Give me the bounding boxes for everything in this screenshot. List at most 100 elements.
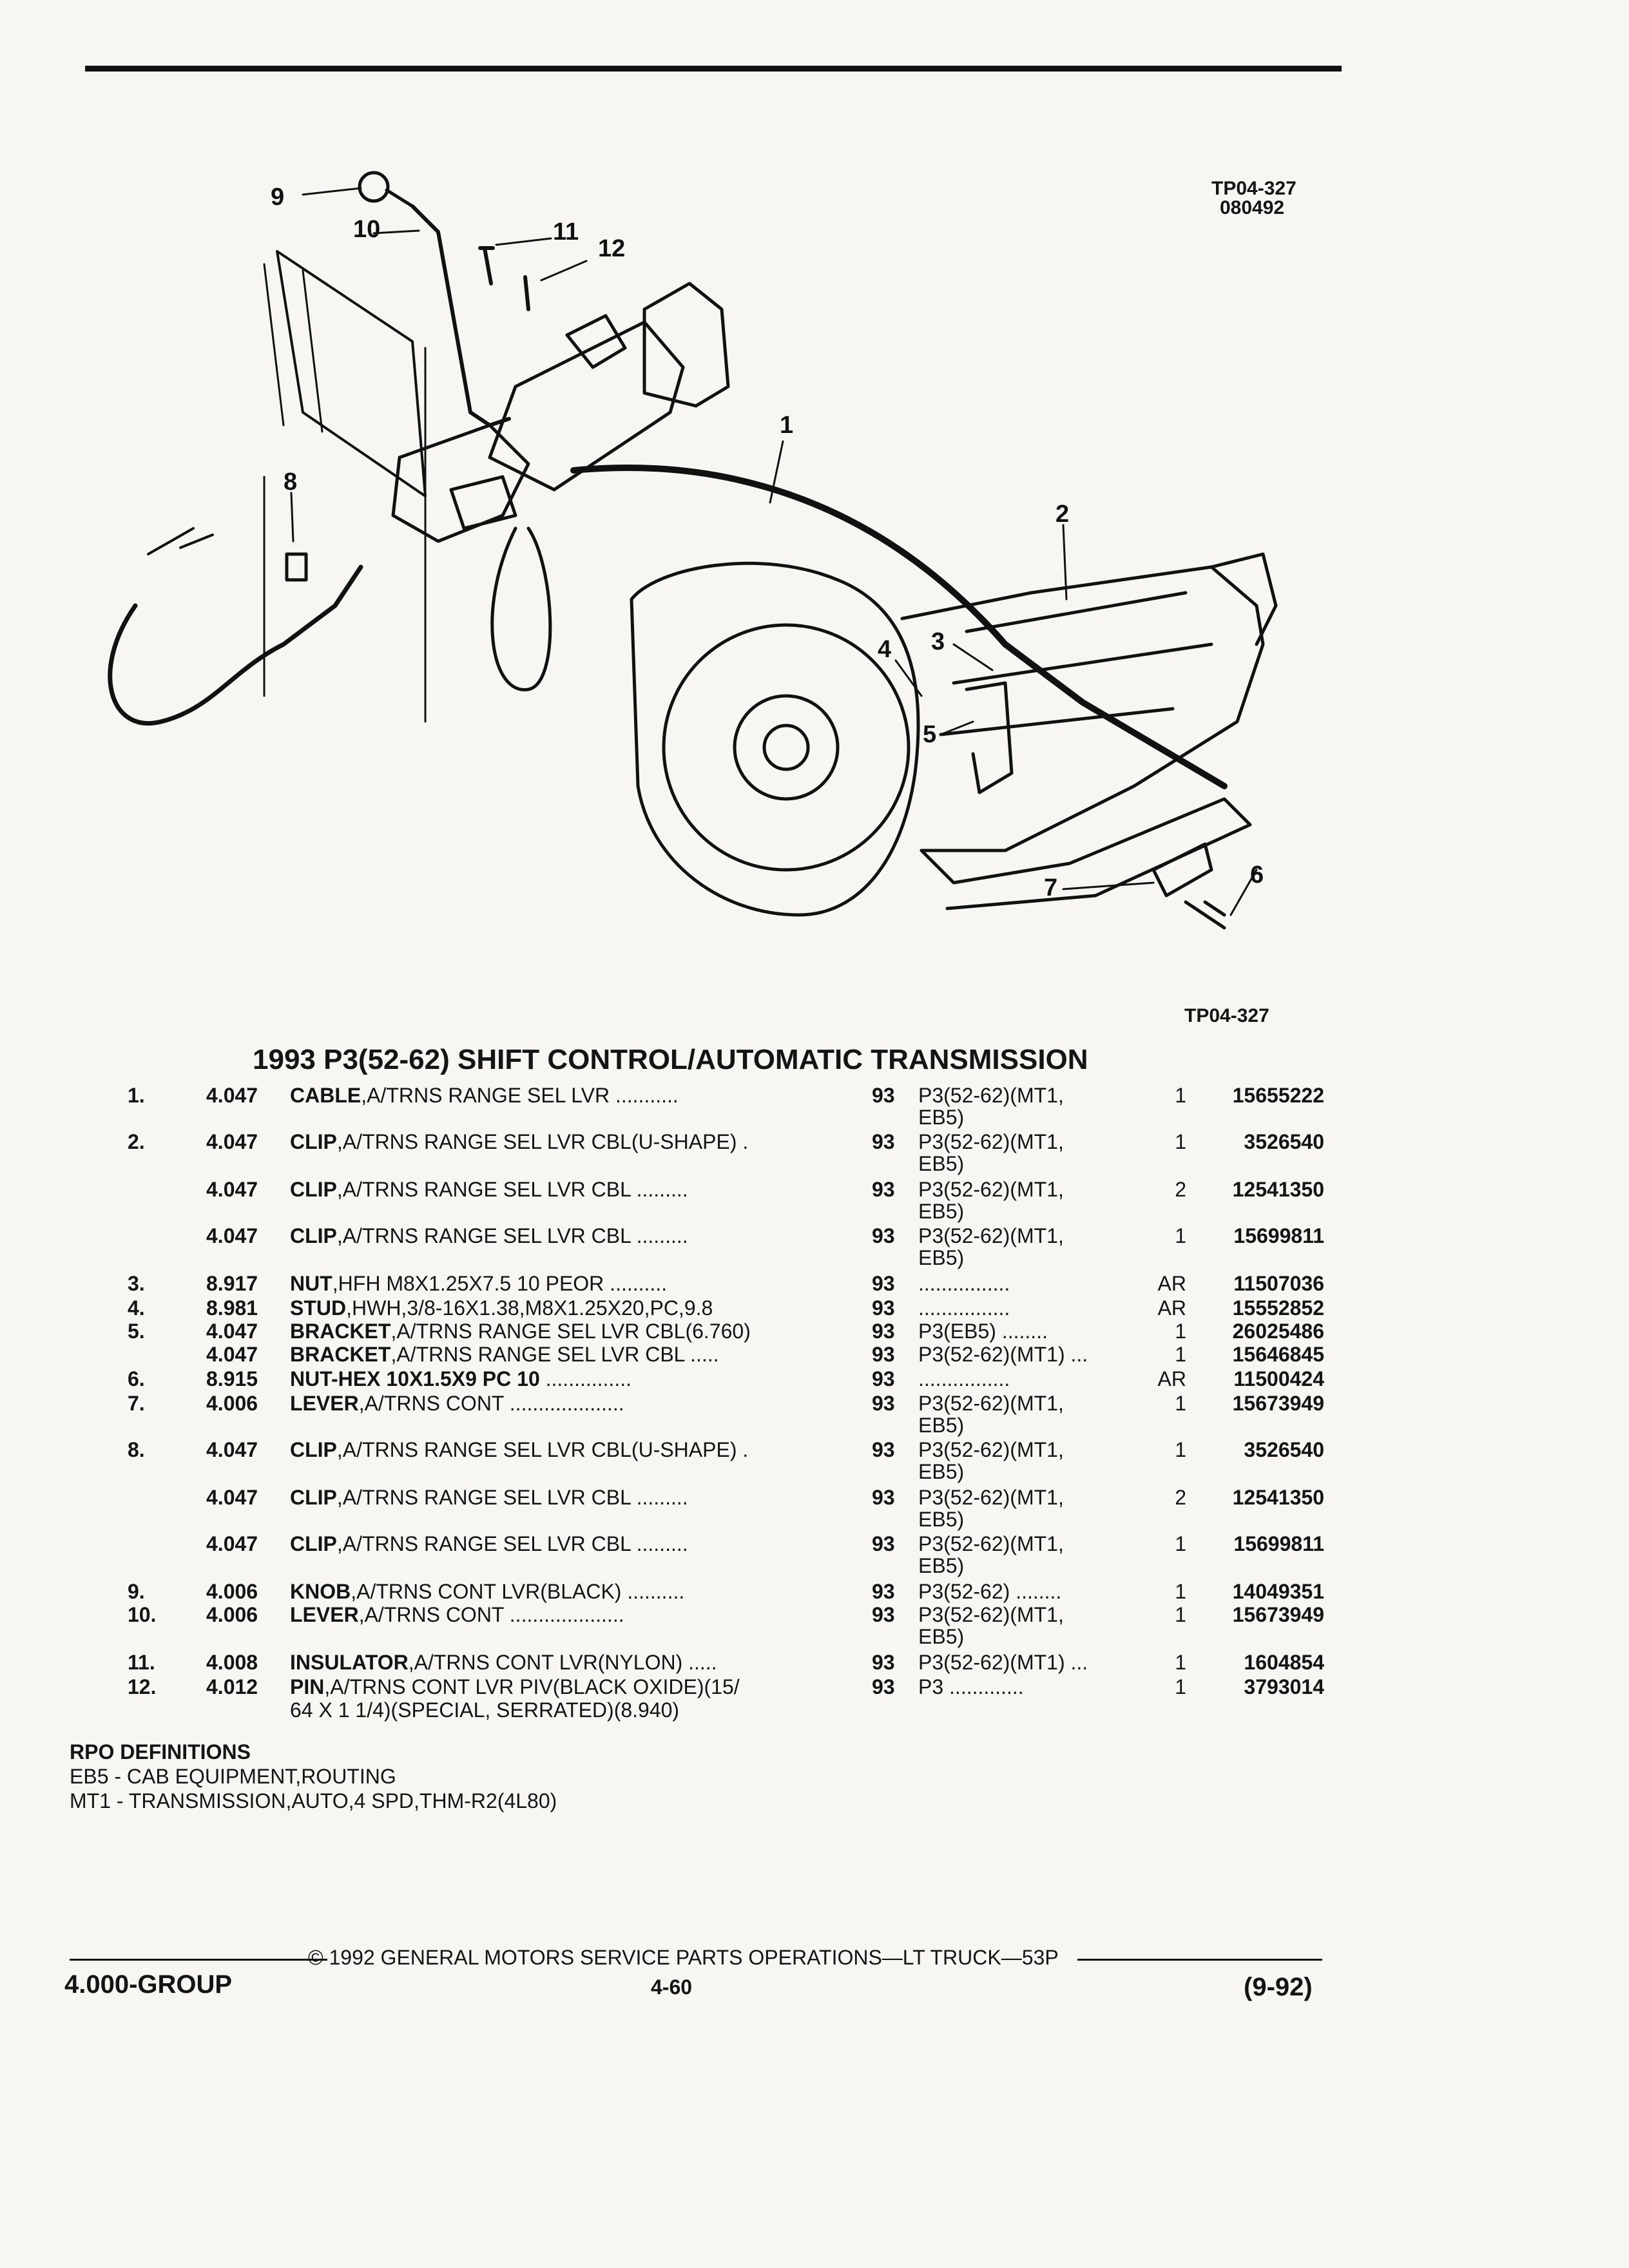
part-name: PIN: [290, 1675, 325, 1698]
footer-date: (9-92): [1244, 1973, 1313, 2001]
part-name: CLIP: [290, 1178, 337, 1201]
part-number: 15699811: [1233, 1224, 1324, 1247]
callout-7: 7: [1044, 874, 1057, 901]
part-model-year: 93: [872, 1580, 895, 1603]
part-description: CLIP,A/TRNS RANGE SEL LVR CBL .........: [290, 1224, 825, 1247]
part-name: NUT-HEX 10X1.5X9 PC 10: [290, 1367, 540, 1390]
callout-labels: 9 10 11 12 1 2 3 4 5 6 7 8: [271, 184, 1264, 901]
part-number: 15552852: [1232, 1296, 1324, 1320]
footer-page-number: 4-60: [651, 1975, 693, 1999]
part-number: 26025486: [1232, 1320, 1324, 1343]
part-usage-continued: EB5): [918, 1508, 965, 1531]
part-number-index: 12.: [128, 1675, 157, 1698]
part-spec: ,A/TRNS CONT LVR PIV(BLACK OXIDE)(15/: [324, 1675, 740, 1698]
part-quantity: 2: [1175, 1486, 1186, 1509]
part-usage-continued: EB5): [918, 1460, 965, 1483]
part-number: 3526540: [1244, 1438, 1324, 1461]
part-name: KNOB: [290, 1580, 351, 1603]
part-description: PIN,A/TRNS CONT LVR PIV(BLACK OXIDE)(15/: [290, 1675, 825, 1698]
part-quantity: 1: [1175, 1320, 1186, 1343]
part-group-code: 4.047: [206, 1320, 258, 1343]
part-number-index: 3.: [128, 1272, 145, 1295]
part-group-code: 4.012: [206, 1675, 258, 1698]
part-description: INSULATOR,A/TRNS CONT LVR(NYLON) .....: [290, 1651, 825, 1674]
part-usage-continued: EB5): [918, 1152, 965, 1175]
part-spec: ,A/TRNS RANGE SEL LVR CBL .........: [336, 1532, 688, 1555]
part-quantity: AR: [1157, 1367, 1186, 1390]
part-number-index: 2.: [128, 1130, 145, 1153]
part-name: NUT: [290, 1272, 333, 1295]
part-quantity: AR: [1157, 1272, 1186, 1295]
part-quantity: AR: [1157, 1296, 1186, 1320]
callout-12: 12: [598, 235, 625, 262]
footer-copyright: © 1992 GENERAL MOTORS SERVICE PARTS OPER…: [308, 1946, 1059, 1969]
rpo-heading: RPO DEFINITIONS: [70, 1740, 251, 1763]
part-usage: P3(52-62)(MT1,: [918, 1084, 1064, 1107]
callout-9: 9: [271, 184, 284, 211]
part-spec: ,A/TRNS RANGE SEL LVR CBL(U-SHAPE) .: [336, 1130, 749, 1153]
part-description: CLIP,A/TRNS RANGE SEL LVR CBL .........: [290, 1486, 825, 1509]
part-group-code: 4.047: [206, 1438, 258, 1461]
part-description: STUD,HWH,3/8-16X1.38,M8X1.25X20,PC,9.8: [290, 1296, 825, 1320]
part-description: KNOB,A/TRNS CONT LVR(BLACK) ..........: [290, 1580, 825, 1603]
part-name: INSULATOR: [290, 1651, 409, 1674]
part-quantity: 1: [1175, 1438, 1186, 1461]
part-name: CLIP: [290, 1486, 337, 1509]
part-name: LEVER: [290, 1392, 359, 1415]
part-usage: P3(52-62)(MT1) ...: [918, 1651, 1088, 1674]
part-number-index: 8.: [128, 1438, 145, 1461]
callout-3: 3: [931, 628, 945, 655]
part-group-code: 4.047: [206, 1532, 258, 1555]
part-quantity: 1: [1175, 1651, 1186, 1674]
part-spec: ,HFH M8X1.25X7.5 10 PEOR ..........: [332, 1272, 668, 1295]
part-number: 15673949: [1232, 1392, 1324, 1415]
part-name: STUD: [290, 1296, 347, 1320]
part-group-code: 4.047: [206, 1178, 258, 1201]
part-group-code: 8.915: [206, 1367, 258, 1390]
part-number-index: 7.: [128, 1392, 145, 1415]
callout-2: 2: [1055, 501, 1069, 528]
part-name: CLIP: [290, 1532, 337, 1555]
part-quantity: 1: [1175, 1084, 1186, 1107]
part-number: 12541350: [1232, 1486, 1324, 1509]
part-name: CLIP: [290, 1438, 337, 1461]
part-spec: ,A/TRNS CONT ....................: [358, 1392, 624, 1415]
part-usage-continued: EB5): [918, 1414, 965, 1437]
part-number-index: 11.: [128, 1651, 155, 1674]
part-number-index: 6.: [128, 1367, 145, 1390]
part-group-code: 4.006: [206, 1580, 258, 1603]
part-usage: P3(52-62)(MT1,: [918, 1438, 1064, 1461]
part-model-year: 93: [872, 1392, 895, 1415]
rpo-definition-mt1: MT1 - TRANSMISSION,AUTO,4 SPD,THM-R2(4L8…: [70, 1789, 557, 1812]
part-usage-continued: EB5): [918, 1246, 965, 1269]
callout-4: 4: [878, 636, 891, 663]
part-description: LEVER,A/TRNS CONT ....................: [290, 1603, 825, 1626]
part-quantity: 1: [1175, 1532, 1186, 1555]
figure-reference: TP04-327: [1184, 1005, 1269, 1026]
part-name: LEVER: [290, 1603, 359, 1626]
rpo-definition-eb5: EB5 - CAB EQUIPMENT,ROUTING: [70, 1765, 396, 1788]
part-number-index: 4.: [128, 1296, 145, 1320]
part-name: BRACKET: [290, 1320, 391, 1343]
part-description: CLIP,A/TRNS RANGE SEL LVR CBL(U-SHAPE) .: [290, 1130, 825, 1153]
part-quantity: 1: [1175, 1224, 1186, 1247]
part-usage-continued: EB5): [918, 1200, 965, 1223]
part-name: BRACKET: [290, 1343, 391, 1366]
part-number: 3526540: [1244, 1130, 1324, 1153]
part-number: 3793014: [1244, 1675, 1324, 1698]
part-model-year: 93: [872, 1603, 895, 1626]
part-quantity: 1: [1175, 1675, 1186, 1698]
figure-date-code: 080492: [1220, 197, 1285, 218]
part-group-code: 4.047: [206, 1486, 258, 1509]
callout-6: 6: [1250, 861, 1264, 889]
